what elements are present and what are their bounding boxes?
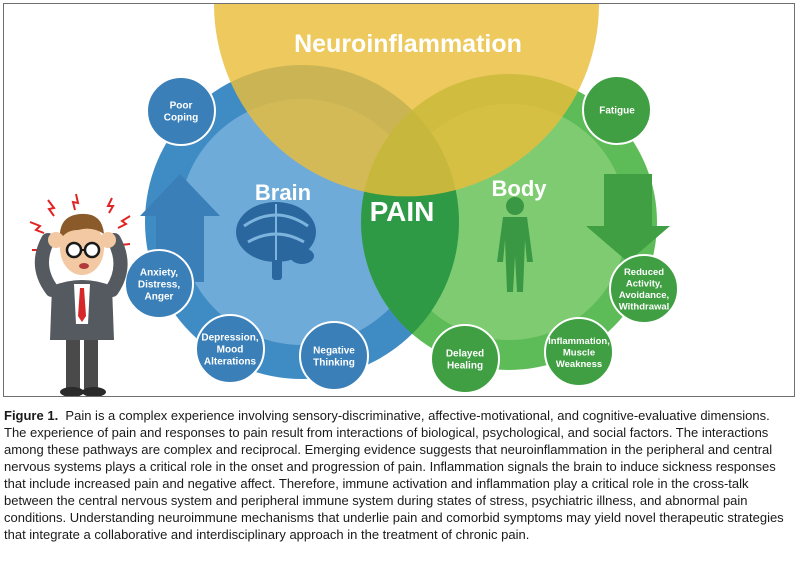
pain-diagram: Neuroinflammation Brain Body PAIN PoorCo… bbox=[29, 4, 679, 396]
body-factor-nodes: FatigueReducedActivity,Avoidance,Withdra… bbox=[430, 75, 679, 394]
body-label: Body bbox=[492, 176, 548, 201]
node-label-line: Mood bbox=[217, 345, 244, 356]
node-label-line: Anger bbox=[145, 292, 174, 303]
node-label-line: Fatigue bbox=[599, 106, 635, 117]
node-label-line: Depression, bbox=[201, 333, 258, 344]
brain-label: Brain bbox=[255, 180, 311, 205]
node-label-line: Activity, bbox=[626, 279, 662, 290]
node-circle bbox=[430, 324, 500, 394]
node-circle bbox=[124, 249, 194, 319]
node-label-line: Poor bbox=[170, 101, 193, 112]
node-label-line: Healing bbox=[447, 361, 483, 372]
node-circle bbox=[299, 321, 369, 391]
body-node-fatigue: Fatigue bbox=[582, 75, 652, 145]
node-label-line: Muscle bbox=[563, 347, 595, 358]
stressed-man-illustration bbox=[29, 193, 131, 396]
down-arrow-icon bbox=[586, 174, 670, 262]
node-label-line: Avoidance, bbox=[619, 290, 669, 301]
neuroinflammation-region bbox=[214, 4, 599, 197]
caption-text: Pain is a complex experience involving s… bbox=[4, 408, 784, 542]
caption-label: Figure 1. bbox=[4, 408, 59, 423]
figure-caption: Figure 1. Pain is a complex experience i… bbox=[4, 407, 794, 543]
node-label-line: Alterations bbox=[204, 357, 257, 368]
node-label-line: Thinking bbox=[313, 358, 355, 369]
node-label-line: Negative bbox=[313, 346, 355, 357]
brain-icon bbox=[236, 202, 316, 280]
node-label-line: Coping bbox=[164, 113, 198, 124]
node-label-line: Withdrawal bbox=[619, 302, 670, 313]
brain-node-anxiety-distress-anger: Anxiety,Distress,Anger bbox=[124, 249, 194, 319]
node-label-line: Reduced bbox=[624, 267, 664, 278]
node-circle bbox=[582, 75, 652, 145]
human-body-icon bbox=[497, 197, 533, 292]
node-label-line: Weakness bbox=[556, 359, 602, 370]
node-circle bbox=[195, 314, 265, 384]
node-label-line: Delayed bbox=[446, 349, 484, 360]
node-label-line: Inflammation, bbox=[548, 336, 610, 347]
pain-label: PAIN bbox=[370, 196, 435, 227]
neuroinflammation-label: Neuroinflammation bbox=[294, 30, 522, 58]
node-circle bbox=[544, 317, 614, 387]
brain-factor-nodes: PoorCopingAnxiety,Distress,AngerDepressi… bbox=[124, 76, 369, 391]
node-label-line: Distress, bbox=[138, 280, 180, 291]
node-label-line: Anxiety, bbox=[140, 268, 178, 279]
node-circle bbox=[146, 76, 216, 146]
node-circle bbox=[609, 254, 679, 324]
